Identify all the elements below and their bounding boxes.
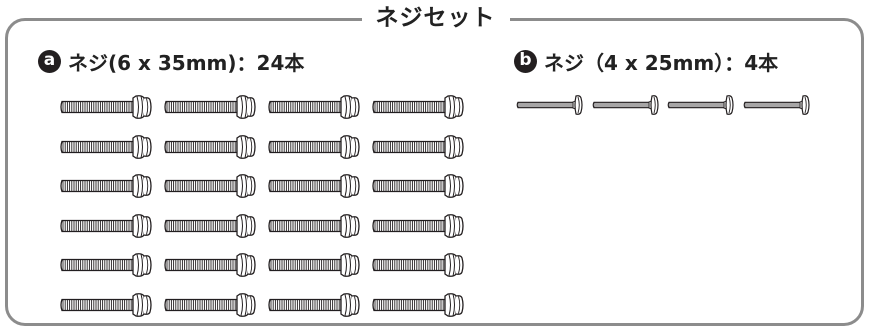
long-screw-icon: [60, 213, 152, 238]
screw-a-label-text: ネジ(6 x 35mm)：24本: [68, 51, 305, 75]
long-screw-icon: [60, 292, 152, 317]
long-screw-icon: [268, 95, 360, 119]
long-screw-icon: [164, 213, 256, 238]
screw-a-label: a ネジ(6 x 35mm)：24本: [38, 47, 304, 76]
long-screw-icon: [164, 253, 256, 277]
long-screw-icon: [372, 95, 464, 119]
long-screw-icon: [60, 95, 152, 119]
long-screw-icon: [372, 292, 464, 317]
long-screw-icon: [164, 292, 256, 317]
long-screw-icon: [164, 95, 256, 119]
long-screw-icon: [372, 253, 464, 277]
long-screw-icon: [60, 174, 152, 198]
long-screw-icon: [268, 253, 360, 277]
long-screw-icon: [268, 213, 360, 238]
screw-b-label: b ネジ（4 x 25mm）：4本: [514, 47, 778, 76]
short-screw-icon: [516, 95, 583, 115]
long-screw-icon: [164, 174, 256, 198]
long-screw-icon: [268, 292, 360, 317]
long-screw-icon: [60, 134, 152, 159]
long-screw-icon: [268, 134, 360, 159]
long-screw-icon: [372, 174, 464, 198]
long-screw-icon: [60, 253, 152, 277]
long-screw-icon: [372, 213, 464, 238]
screw-b-label-text: ネジ（4 x 25mm）：4本: [544, 51, 779, 75]
badge-a: a: [38, 50, 61, 73]
long-screw-icon: [372, 134, 464, 159]
badge-b: b: [514, 50, 537, 73]
long-screw-icon: [268, 174, 360, 198]
short-screw-icon: [667, 95, 734, 115]
long-screw-icon: [164, 134, 256, 159]
short-screw-icon: [743, 95, 810, 115]
short-screw-icon: [592, 95, 659, 115]
